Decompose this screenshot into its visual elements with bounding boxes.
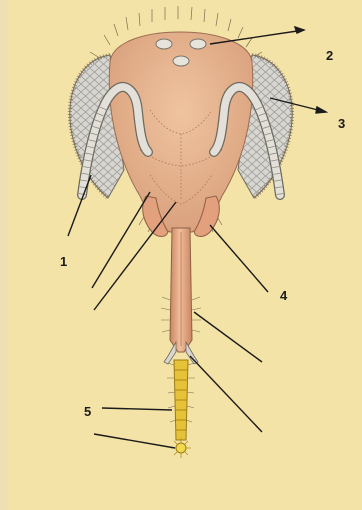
left-margin-strip xyxy=(0,0,8,510)
label-1: 1 xyxy=(60,254,67,269)
label-3: 3 xyxy=(338,116,345,131)
label-5: 5 xyxy=(84,404,91,419)
label-2: 2 xyxy=(326,48,333,63)
label-4: 4 xyxy=(280,288,288,303)
